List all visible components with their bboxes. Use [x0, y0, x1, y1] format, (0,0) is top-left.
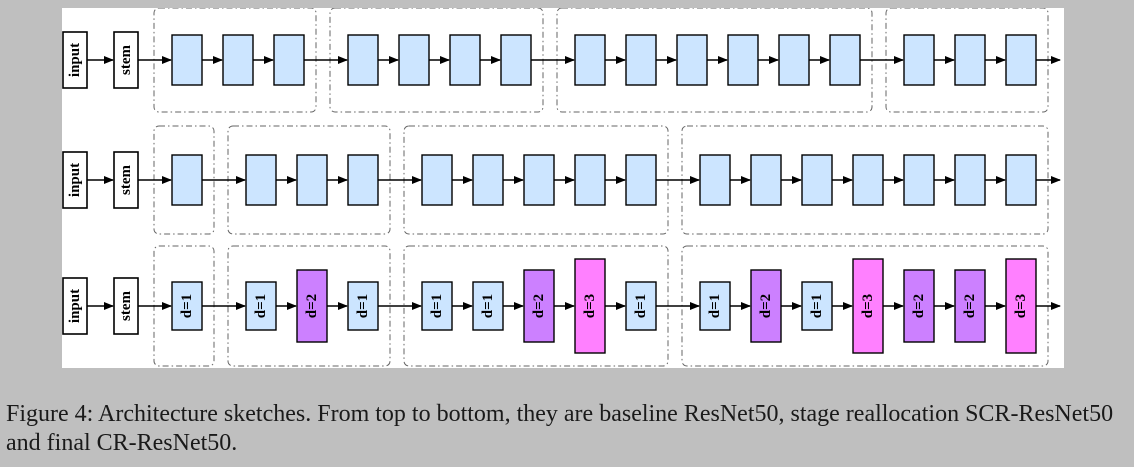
- row-1-stem-label: stem: [118, 45, 134, 75]
- row-1-stage-3-block-5: [778, 34, 810, 86]
- row-2-stage-1-block-1: [171, 154, 203, 206]
- row-1-stage-2-block-3: [449, 34, 481, 86]
- row-3-stage-2-block-1-label: d=1: [253, 294, 269, 318]
- row-1-stage-4-block-3: [1005, 34, 1037, 86]
- row-3-stage-4-block-5-label: d=2: [911, 294, 927, 318]
- row-2-stage-4-block-3: [801, 154, 833, 206]
- row-3-stage-3-block-3: [523, 269, 555, 343]
- row-2-input-box: [62, 151, 88, 209]
- row-3-stage-4-block-1: [699, 281, 731, 331]
- row-3-stage-2-block-1: [245, 281, 277, 331]
- row-3-stem-label: stem: [118, 291, 134, 321]
- architecture-diagram-svg: input stem input stem input stem d=1 d=1 d=2 d=1 d…: [62, 8, 1061, 367]
- row-3-stage-3-group: [403, 245, 669, 367]
- row-3-stage-3-block-4: [574, 258, 606, 354]
- row-2-stage-4-block-5: [903, 154, 935, 206]
- row-3-stage-4-block-7-label: d=3: [1013, 294, 1029, 318]
- row-1-stage-3-block-6: [829, 34, 861, 86]
- row-3-stage-3-block-5-label: d=1: [633, 294, 649, 318]
- row-3-stage-4-block-7: [1005, 258, 1037, 354]
- row-2-stage-2-block-1: [245, 154, 277, 206]
- row-3-stage-3-block-1: [421, 281, 453, 331]
- row-3-input-box: [62, 277, 88, 335]
- row-1-stage-1-block-3: [273, 34, 305, 86]
- row-2-stage-4-block-6: [954, 154, 986, 206]
- row-1-stage-2-block-1: [347, 34, 379, 86]
- row-1-stage-3-block-4: [727, 34, 759, 86]
- row-1-stem-box: [113, 31, 139, 89]
- row-2-stage-3-block-5: [625, 154, 657, 206]
- row-2-stage-3-block-1: [421, 154, 453, 206]
- row-2-stage-4-block-4: [852, 154, 884, 206]
- row-1-stage-4-block-1: [903, 34, 935, 86]
- architecture-diagram: input stem input stem input stem d=1 d=1 d=2 d=1 d…: [62, 8, 1064, 368]
- figure-caption: Figure 4: Architecture sketches. From to…: [6, 401, 1114, 456]
- row-3-stage-3-block-2-label: d=1: [480, 294, 496, 318]
- row-3-input-label: input: [67, 289, 83, 323]
- row-1-stage-2-block-2: [398, 34, 430, 86]
- row-1-stage-3-block-3: [676, 34, 708, 86]
- row-2-stem-label: stem: [118, 165, 134, 195]
- row-2-stage-2-block-2: [296, 154, 328, 206]
- row-3-stage-2-block-3-label: d=1: [355, 294, 371, 318]
- row-1-input-label: input: [67, 43, 83, 77]
- row-3-stage-4-block-6-label: d=2: [962, 294, 978, 318]
- row-2-stage-4-block-7: [1005, 154, 1037, 206]
- row-3-stage-3-block-1-label: d=1: [429, 294, 445, 318]
- row-2-input-label: input: [67, 163, 83, 197]
- row-3-stage-3-block-4-label: d=3: [582, 294, 598, 318]
- row-2-stage-2-block-3: [347, 154, 379, 206]
- row-1-stage-3-block-1: [574, 34, 606, 86]
- row-3-stage-1-block-1-label: d=1: [179, 294, 195, 318]
- row-1-stage-1-block-1: [171, 34, 203, 86]
- row-2-stage-3-block-2: [472, 154, 504, 206]
- row-3-stage-1-block-1: [171, 281, 203, 331]
- row-3-stage-4-block-3-label: d=1: [809, 294, 825, 318]
- row-1-input-box: [62, 31, 88, 89]
- row-2-stage-3-block-4: [574, 154, 606, 206]
- row-3-stage-2-block-2-label: d=2: [304, 294, 320, 318]
- row-3-stage-4-block-4-label: d=3: [860, 294, 876, 318]
- row-1-stage-1-block-2: [222, 34, 254, 86]
- row-3-stage-4-block-2: [750, 269, 782, 343]
- row-1-stage-2-block-4: [500, 34, 532, 86]
- row-2-stage-3-block-3: [523, 154, 555, 206]
- row-3-stem-box: [113, 277, 139, 335]
- row-1-stage-4-block-2: [954, 34, 986, 86]
- row-1-stage-3-block-2: [625, 34, 657, 86]
- row-3-stage-3-block-3-label: d=2: [531, 294, 547, 318]
- row-2-stage-4-block-2: [750, 154, 782, 206]
- row-3-stage-4-block-1-label: d=1: [707, 294, 723, 318]
- row-3-stage-4-block-2-label: d=2: [758, 294, 774, 318]
- row-2-stage-4-block-1: [699, 154, 731, 206]
- row-3-stage-3-block-2: [472, 281, 504, 331]
